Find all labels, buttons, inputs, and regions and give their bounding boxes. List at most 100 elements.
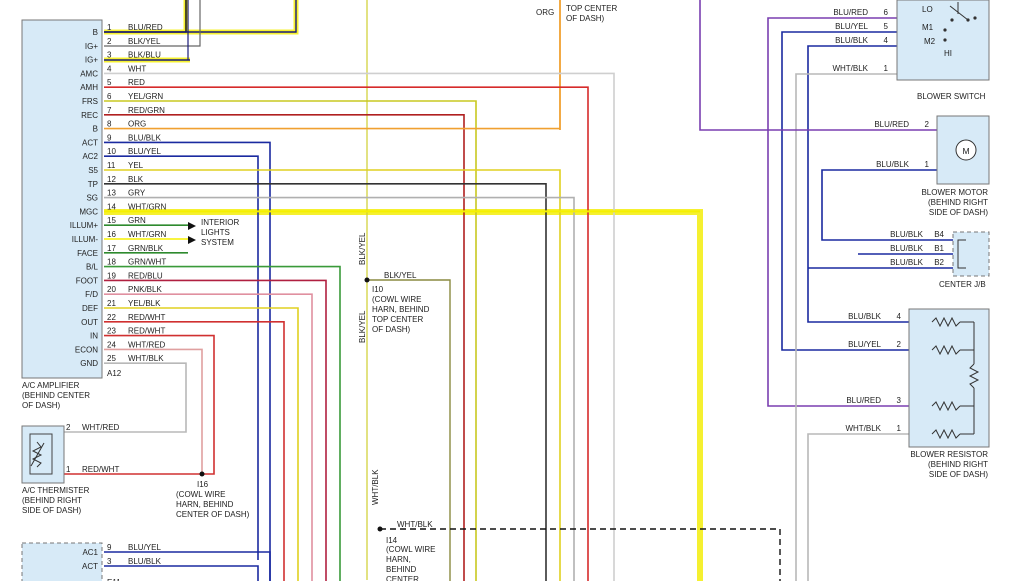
blower-switch-contact-4: [943, 28, 947, 32]
bs-pin-wire-1: BLU/YEL: [835, 22, 868, 31]
therm-caption-0: A/C THERMISTER: [22, 486, 90, 495]
amp-pin-num-4: 4: [107, 64, 112, 73]
amp-wire-label-23: RED/WHT: [128, 327, 165, 336]
i16-text-1: HARN, BEHIND: [176, 500, 234, 509]
amp-caption-2: OF DASH): [22, 401, 61, 410]
center-jb-bus: [957, 239, 966, 269]
splice-i14: [377, 526, 383, 532]
lower-wire-1: [104, 565, 259, 581]
amp-pin-label-25: GND: [80, 359, 98, 368]
bm-caption-1: (BEHIND RIGHT: [928, 198, 988, 207]
amp-wire-label-20: PNK/BLK: [128, 285, 162, 294]
bm-symbol: M: [962, 146, 969, 156]
i10-wire: [367, 279, 451, 581]
wire-top-1b: [104, 0, 297, 33]
amp-wire-label-11: YEL: [128, 161, 144, 170]
amp-wire-20: [104, 293, 313, 581]
amp-pin-num-19: 19: [107, 271, 116, 280]
amp-caption-1: (BEHIND CENTER: [22, 391, 90, 400]
amp-pin-num-10: 10: [107, 147, 116, 156]
amp-wire-9: [104, 141, 271, 581]
amp-pin-num-17: 17: [107, 244, 116, 253]
amp-pin-num-23: 23: [107, 327, 116, 336]
bs-wire-1: [795, 73, 897, 581]
therm-pin-num-1: 1: [66, 465, 71, 474]
amp-wire-25: [64, 362, 187, 433]
therm-caption-2: SIDE OF DASH): [22, 506, 81, 515]
br-pin-num-2: 3: [897, 396, 902, 405]
amp-pin-num-2: 2: [107, 37, 112, 46]
bs-pin-wire-2: BLU/BLK: [835, 36, 869, 45]
interior-lights-1: LIGHTS: [201, 228, 230, 237]
amp-wire-6: [104, 100, 477, 581]
amp-pin-num-3: 3: [107, 51, 112, 60]
amp-wire-7: [104, 114, 465, 581]
amp-wire-label-18: GRN/WHT: [128, 258, 166, 267]
amp-wire-label-21: YEL/BLK: [128, 299, 161, 308]
bm-pin-wire-1: BLU/BLK: [876, 160, 910, 169]
res-wire-1: [807, 433, 909, 581]
i14-text-3: CENTER: [386, 575, 419, 581]
bs-position-0: LO: [922, 5, 933, 14]
resistor-zigzag-4: [931, 428, 961, 440]
amp-wire-10: [104, 155, 259, 560]
i14-vertical-label: WHT/BLK: [371, 469, 380, 505]
amp-wire-5: [104, 86, 589, 581]
amp-wire-label-1: BLU/RED: [128, 23, 163, 32]
bm-caption-2: SIDE OF DASH): [929, 208, 988, 217]
amp-caption-0: A/C AMPLIFIER: [22, 381, 80, 390]
amp-pin-num-15: 15: [107, 216, 116, 225]
i10-wire-label: BLK/YEL: [384, 271, 417, 280]
bm-pin-num-0: 2: [925, 120, 930, 129]
lower-wire-0: [104, 551, 271, 581]
amp-pin-label-3: IG+: [85, 56, 98, 65]
amp-wire-11: [104, 169, 561, 581]
amp-pin-label-9: ACT: [82, 138, 98, 147]
therm-pin-num-0: 2: [66, 423, 71, 432]
lower-partial: E11: [107, 578, 121, 581]
i14-text-2: BEHIND: [386, 565, 416, 574]
bs-pin-wire-3: WHT/BLK: [832, 64, 868, 73]
motor-wire-1: [821, 169, 953, 241]
lower-pin-1: ACT: [82, 562, 98, 571]
top-center-org: ORG: [536, 8, 554, 17]
blower-switch-contact-2: [966, 18, 970, 22]
amp-wire-label-7: RED/GRN: [128, 106, 165, 115]
thermister-symbol: [31, 441, 43, 468]
resistor-zigzag-2: [931, 344, 961, 356]
amp-pin-num-6: 6: [107, 92, 112, 101]
amp-connector: A12: [107, 369, 122, 378]
bm-pin-wire-0: BLU/RED: [874, 120, 909, 129]
ac-amplifier-box: [21, 19, 103, 379]
br-pin-wire-3: WHT/BLK: [845, 424, 881, 433]
jb-pin-wire-0: BLU/BLK: [890, 230, 924, 239]
lower-wire-label-1: BLU/BLK: [128, 557, 162, 566]
amp-pin-label-1: B: [93, 28, 98, 37]
i10-text-0: (COWL WIRE: [372, 295, 421, 304]
br-pin-num-1: 2: [897, 340, 902, 349]
i14-wire-label: WHT/BLK: [397, 520, 433, 529]
bs-caption: BLOWER SWITCH: [917, 92, 986, 101]
arrow-interior-1: [188, 222, 196, 230]
interior-lights-0: INTERIOR: [201, 218, 239, 227]
i10-text-1: HARN, BEHIND: [372, 305, 430, 314]
amp-pin-label-5: AMH: [80, 83, 98, 92]
center-jb-box: [952, 231, 990, 277]
amp-pin-num-7: 7: [107, 106, 112, 115]
bs-position-3: HI: [944, 49, 952, 58]
amp-pin-label-7: REC: [81, 111, 98, 120]
lower-pin-0: AC1: [82, 548, 98, 557]
amp-wire-label-3: BLK/BLU: [128, 51, 161, 60]
therm-pin-wire-0: WHT/RED: [82, 423, 120, 432]
jb-caption: CENTER J/B: [939, 280, 986, 289]
top-center-text-0: TOP CENTER: [566, 4, 617, 13]
br-pin-wire-1: BLU/YEL: [848, 340, 881, 349]
amp-wire-label-8: ORG: [128, 120, 146, 129]
amp-pin-label-14: MGC: [79, 207, 98, 216]
bs-wire-5: [781, 31, 909, 351]
amp-wire-label-2: BLK/YEL: [128, 37, 161, 46]
amp-pin-label-2: IG+: [85, 42, 98, 51]
br-pin-wire-0: BLU/BLK: [848, 312, 882, 321]
components-layer: [21, 0, 990, 581]
